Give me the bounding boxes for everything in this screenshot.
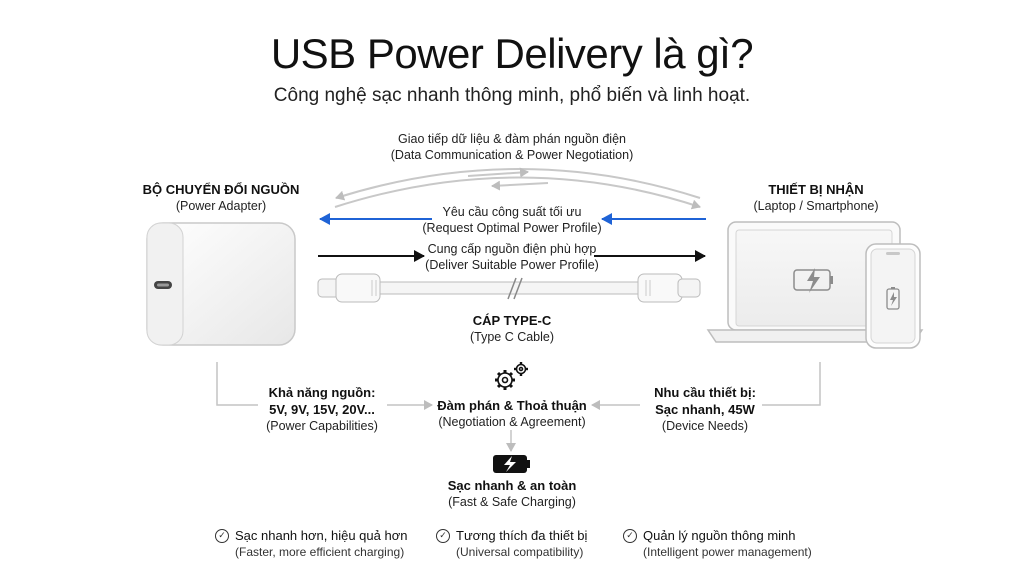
request-label: Yêu cầu công suất tối ưu — [442, 205, 582, 219]
capabilities-group: Khả năng nguồn: 5V, 9V, 15V, 20V... (Pow… — [236, 384, 408, 434]
adapter-label: BỘ CHUYỂN ĐỔI NGUỒN — [142, 182, 300, 197]
negotiation-label: Đàm phán & Thoả thuận — [437, 398, 587, 413]
cable-label: CÁP TYPE-C — [472, 313, 552, 328]
cable-sublabel: (Type C Cable) — [469, 330, 555, 344]
check-circle-icon: ✓ — [436, 529, 450, 543]
charging-group: Sạc nhanh & an toàn (Fast & Safe Chargin… — [422, 477, 602, 510]
feature-sublabel: (Universal compatibility) — [456, 545, 584, 559]
needs-group: Nhu cầu thiết bị: Sạc nhanh, 45W (Device… — [626, 384, 784, 434]
needs-sublabel: (Device Needs) — [661, 419, 749, 433]
feature-item-power-management: ✓ Quản lý nguồn thông minh (Intelligent … — [623, 528, 812, 560]
charging-battery-icon — [493, 455, 530, 473]
feature-label: Sạc nhanh hơn, hiệu quả hơn — [235, 528, 408, 543]
needs-value: Sạc nhanh, 45W — [655, 402, 755, 417]
page-title: USB Power Delivery là gì? — [270, 30, 754, 77]
negotiation-sublabel: (Negotiation & Agreement) — [438, 415, 586, 429]
negotiation-group: Đàm phán & Thoả thuận (Negotiation & Agr… — [421, 397, 603, 430]
capabilities-sublabel: (Power Capabilities) — [266, 419, 378, 433]
adapter-sublabel: (Power Adapter) — [175, 199, 267, 213]
feature-item-compatibility: ✓ Tương thích đa thiết bị (Universal com… — [436, 528, 587, 560]
communication-arcs — [334, 167, 701, 210]
receiver-label-group: THIẾT BỊ NHẬN (Laptop / Smartphone) — [716, 181, 916, 214]
capabilities-label: Khả năng nguồn: — [268, 385, 376, 400]
communication-label-group: Giao tiếp dữ liệu & đàm phán nguồn điện … — [312, 131, 712, 163]
supply-label-group: Cung cấp nguồn điện phù hợp (Deliver Sui… — [404, 241, 620, 273]
laptop-illustration — [706, 221, 924, 343]
check-circle-icon: ✓ — [215, 529, 229, 543]
feature-item-faster: ✓ Sạc nhanh hơn, hiệu quả hơn (Faster, m… — [215, 528, 407, 560]
communication-label: Giao tiếp dữ liệu & đàm phán nguồn điện — [398, 132, 626, 146]
supply-sublabel: (Deliver Suitable Power Profile) — [425, 258, 599, 272]
cable-label-group: CÁP TYPE-C (Type C Cable) — [432, 312, 592, 345]
receiver-sublabel: (Laptop / Smartphone) — [753, 199, 879, 213]
supply-label: Cung cấp nguồn điện phù hợp — [427, 242, 597, 256]
communication-sublabel: (Data Communication & Power Negotiation) — [390, 148, 634, 162]
request-sublabel: (Request Optimal Power Profile) — [422, 221, 602, 235]
feature-label: Tương thích đa thiết bị — [456, 528, 588, 543]
needs-label: Nhu cầu thiết bị: — [654, 385, 756, 400]
feature-sublabel: (Faster, more efficient charging) — [235, 545, 405, 559]
page-subtitle: Công nghệ sạc nhanh thông minh, phổ biến… — [273, 85, 751, 106]
gears-icon — [495, 362, 528, 390]
capabilities-value: 5V, 9V, 15V, 20V... — [269, 402, 375, 417]
receiver-label: THIẾT BỊ NHẬN — [768, 182, 864, 197]
feature-label: Quản lý nguồn thông minh — [643, 528, 796, 543]
check-circle-icon: ✓ — [623, 529, 637, 543]
feature-sublabel: (Intelligent power management) — [643, 545, 812, 559]
flow-connectors — [216, 362, 821, 452]
adapter-label-group: BỘ CHUYỂN ĐỔI NGUỒN (Power Adapter) — [110, 181, 332, 214]
charging-label: Sạc nhanh & an toàn — [447, 478, 577, 493]
smartphone-illustration — [865, 243, 921, 349]
type-c-cable — [317, 273, 701, 303]
charging-sublabel: (Fast & Safe Charging) — [448, 495, 576, 509]
power-adapter-illustration — [146, 222, 296, 346]
request-label-group: Yêu cầu công suất tối ưu (Request Optima… — [412, 204, 612, 236]
